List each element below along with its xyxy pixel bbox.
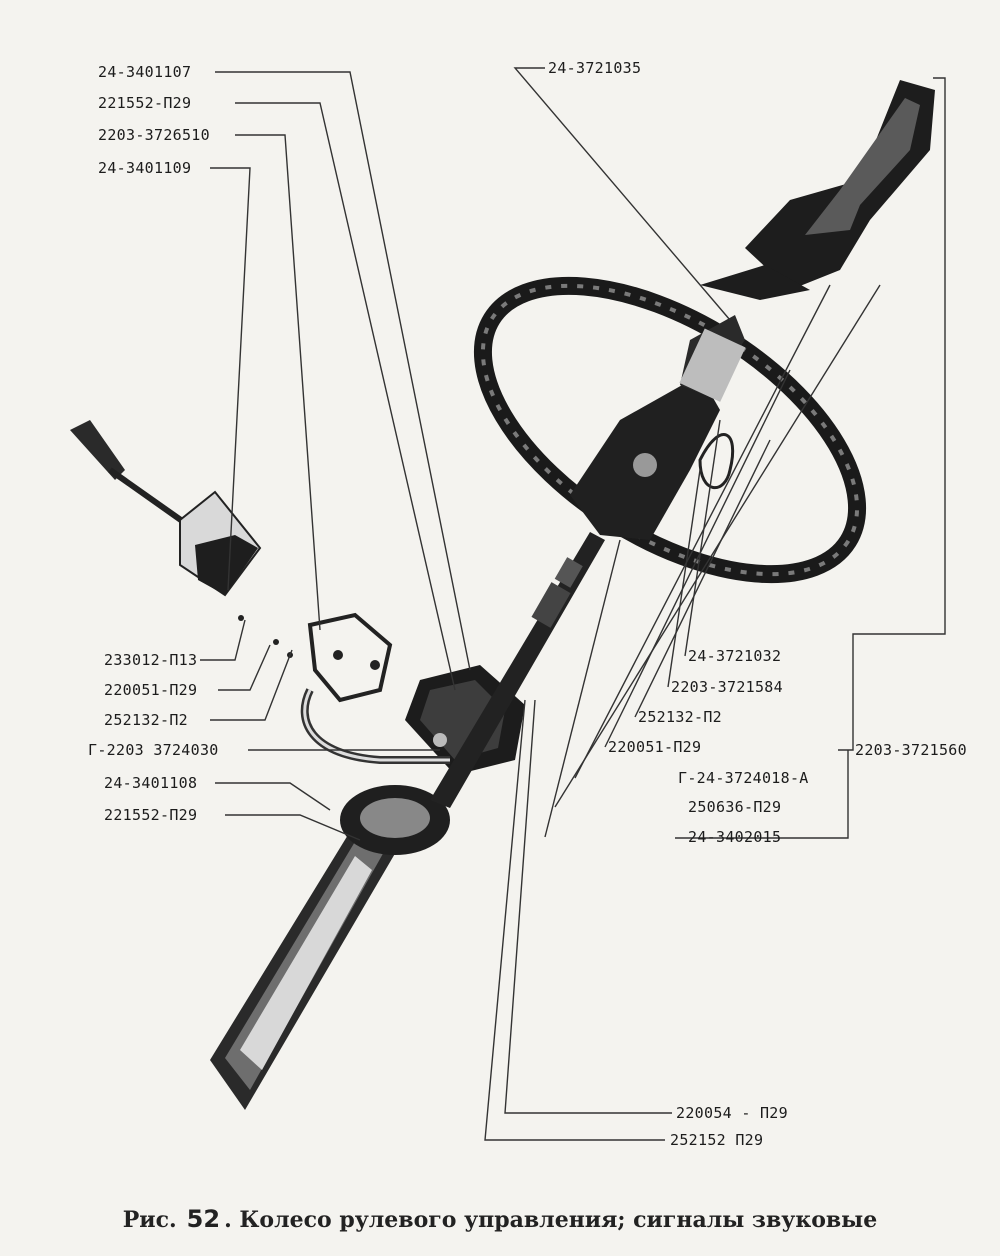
- part-label: 24-3721032: [688, 647, 782, 665]
- steering-column-tube: [210, 785, 450, 1110]
- part-label: 24-3721035: [548, 59, 642, 77]
- caption-prefix: Рис.: [122, 1207, 177, 1233]
- part-label: 252132-П2: [104, 711, 188, 729]
- caption-text: . Колесо рулевого управления; сигналы зв…: [224, 1207, 878, 1233]
- leader-lines: [200, 67, 946, 1141]
- switch-bracket: [238, 612, 450, 764]
- horn-pad-cover: [700, 80, 935, 300]
- switch-lever: [70, 420, 262, 597]
- part-label: 252132-П2: [638, 708, 722, 726]
- part-label: 220054 - П29: [676, 1104, 788, 1122]
- part-label: 220051-П29: [608, 738, 702, 756]
- steering-wheel: [473, 276, 867, 584]
- part-label: 24-3401109: [98, 159, 192, 177]
- part-label: 233012-П13: [104, 651, 198, 669]
- part-label: 2203-3721584: [671, 678, 783, 696]
- part-label: 2203-3721560: [855, 741, 967, 759]
- figure-caption: Рис. 52. Колесо рулевого управления; сигн…: [0, 1205, 1000, 1233]
- part-label: 24-3401107: [98, 63, 192, 81]
- steering-shaft: [430, 532, 605, 808]
- part-label: 24-3401108: [104, 774, 198, 792]
- part-label: 220051-П29: [104, 681, 198, 699]
- part-label: 252152 П29: [670, 1131, 764, 1149]
- caption-number: 52: [186, 1205, 221, 1233]
- part-label: Г-2203 3724030: [88, 741, 219, 759]
- part-label: 250636-П29: [688, 798, 782, 816]
- part-label: 24-3402015: [688, 828, 782, 846]
- part-label: 2203-3726510: [98, 126, 210, 144]
- part-label: 221552-П29: [98, 94, 192, 112]
- part-label: Г-24-3724018-А: [678, 769, 809, 787]
- part-label: 221552-П29: [104, 806, 198, 824]
